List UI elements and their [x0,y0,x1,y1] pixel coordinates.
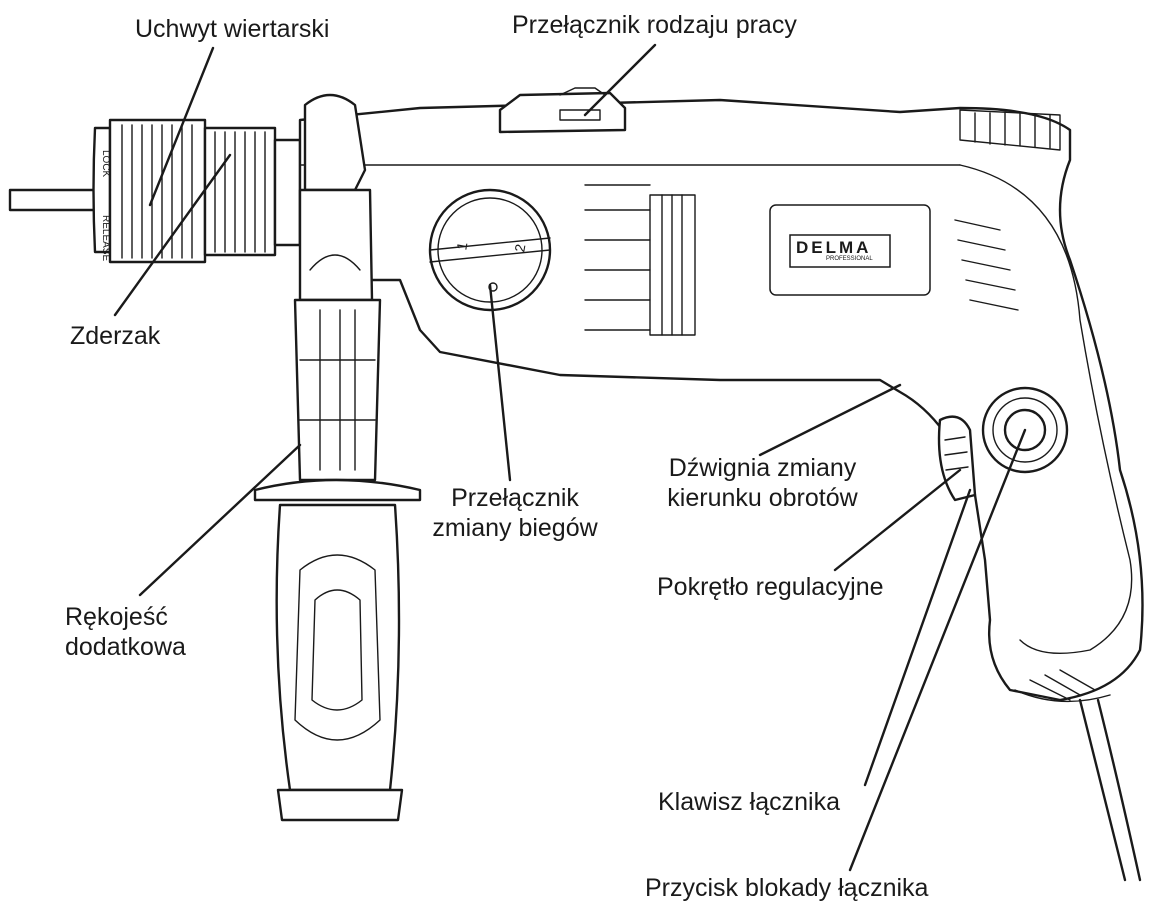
svg-text:LOCK: LOCK [100,150,111,178]
label-speed-knob: Pokrętło regulacyjne [657,573,884,601]
label-aux-handle: Rękojeść dodatkowa [65,602,186,662]
brand-subtitle: PROFESSIONAL [826,256,873,262]
brand-logo: DELMA [796,238,872,257]
label-chuck: Uchwyt wiertarski [135,15,330,43]
gear-dial-drawing [428,188,552,312]
power-cable [1078,698,1142,882]
label-aux-handle-line2: dodatkowa [65,633,186,661]
label-direction-lever-line1: Dźwignia zmiany [668,454,857,482]
label-aux-handle-line1: Rękojeść [65,603,168,631]
label-direction-lever-line2: kierunku obrotów [667,484,858,512]
label-gear-switch-line2: zmiany biegów [432,514,598,542]
leader-lines [113,43,1027,872]
label-gear-switch-line1: Przełącznik [451,484,579,512]
label-mode-switch: Przełącznik rodzaju pracy [512,11,797,39]
svg-text:RELEASE: RELEASE [100,215,111,261]
chuck-drawing: LOCK RELEASE [92,118,302,264]
label-direction-lever: Dźwignia zmiany kierunku obrotów [655,453,870,513]
label-lock-button: Przycisk blokady łącznika [645,874,929,902]
label-gear-switch: Przełącznik zmiany biegów [420,483,610,543]
label-depth-stop: Zderzak [70,322,161,350]
aux-handle-drawing [253,93,422,822]
label-trigger: Klawisz łącznika [658,788,841,816]
